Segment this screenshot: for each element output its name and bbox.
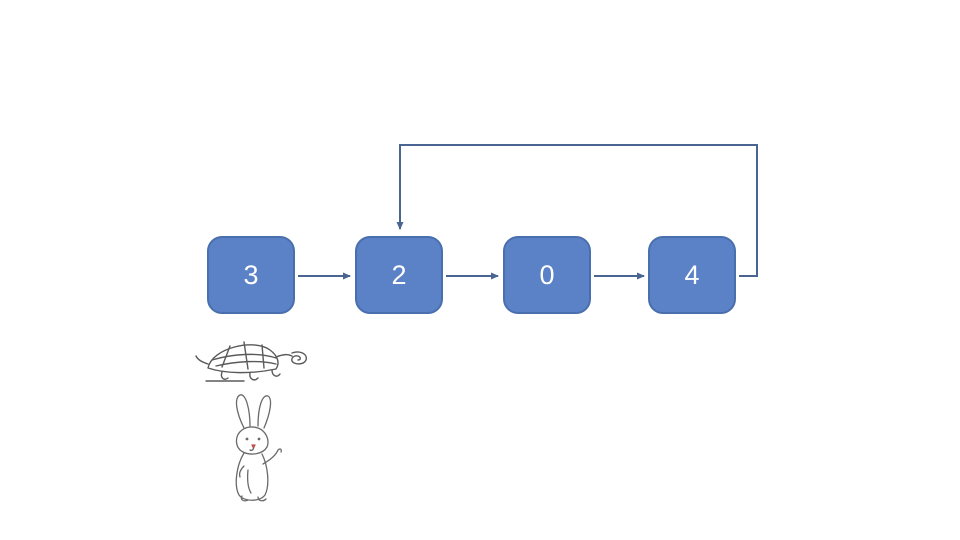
list-node-value: 0 [539, 259, 555, 290]
list-node-value: 2 [391, 259, 407, 290]
list-node-value: 3 [243, 259, 259, 290]
list-node: 3 [207, 236, 295, 314]
tortoise-icon [192, 330, 320, 391]
hare-icon [220, 392, 292, 509]
list-node: 4 [648, 236, 736, 314]
list-node-value: 4 [684, 259, 700, 290]
list-node: 0 [503, 236, 591, 314]
list-node: 2 [355, 236, 443, 314]
